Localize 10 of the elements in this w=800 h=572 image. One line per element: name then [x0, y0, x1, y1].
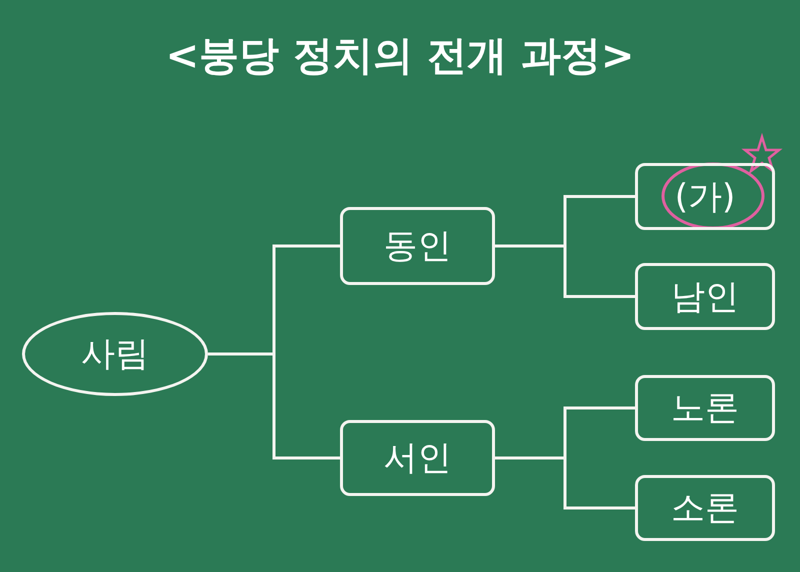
rounded-box: 남인	[635, 263, 775, 330]
title: <붕당 정치의 전개 과정>	[164, 32, 636, 81]
ellipse-node: 사림	[22, 312, 208, 396]
rounded-box: 서인	[340, 420, 495, 496]
rounded-box: 동인	[340, 207, 495, 285]
connector-line	[495, 456, 635, 510]
connector-line	[495, 244, 635, 298]
rounded-box: (가)	[635, 163, 775, 230]
rounded-box: 소론	[635, 475, 775, 541]
rounded-box: 노론	[635, 375, 775, 441]
